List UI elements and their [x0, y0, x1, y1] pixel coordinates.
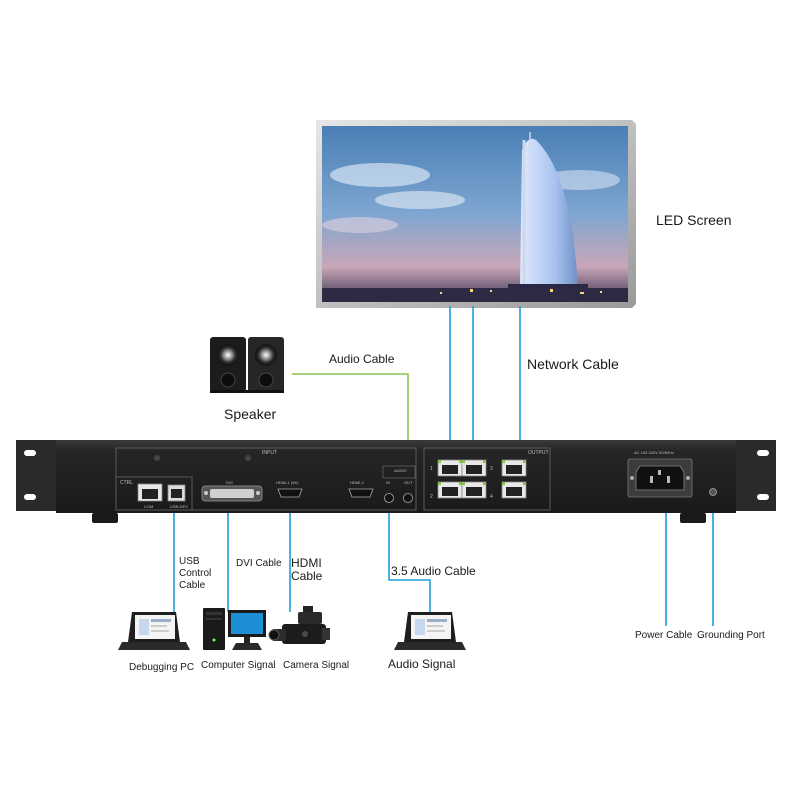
- desktop-computer-image: [203, 608, 266, 650]
- audio-jack-ports: [382, 465, 416, 503]
- camera-signal-label: Camera Signal: [283, 660, 350, 671]
- led-screen-label: LED Screen: [656, 212, 732, 228]
- laptop-debugging-pc-image: [118, 612, 190, 650]
- hdmi2-port: [348, 488, 374, 498]
- hdmi2-port-label: HDMI-2: [350, 480, 365, 485]
- audio-cable-line: [292, 373, 409, 472]
- speaker-label: Speaker: [224, 406, 277, 422]
- laptop-audio-signal-image: [394, 612, 466, 650]
- grounding-port: [709, 488, 717, 496]
- audio-cable-label: Audio Cable: [329, 352, 395, 366]
- usb-port: [167, 484, 186, 502]
- audio-out-label: OUT: [404, 480, 413, 485]
- com-port-label: COM: [144, 504, 153, 509]
- hdmi1-port-label: HDMI-1 (4K): [276, 480, 299, 485]
- tower-image: [508, 132, 588, 290]
- video-camera-image: [268, 606, 330, 644]
- speaker-image: [210, 337, 284, 393]
- port-number: 2: [430, 494, 433, 500]
- audio-port-label: AUDIO: [394, 468, 407, 473]
- hdmi-cable-label: HDMI Cable: [291, 556, 323, 583]
- signal-cables: [173, 492, 714, 640]
- audio-in-label: IN: [386, 480, 390, 485]
- network-cable-label: Network Cable: [527, 356, 619, 372]
- dvi-port: [201, 485, 263, 502]
- grounding-port-label: Grounding Port: [697, 630, 765, 641]
- ctrl-label: CTRL: [120, 480, 133, 486]
- dvi-port-label: DVI: [226, 480, 233, 485]
- usb-control-cable-label: USB Control Cable: [179, 556, 212, 591]
- output-section-label: OUTPUT: [528, 450, 549, 456]
- com-ethernet-port: [137, 483, 163, 502]
- power-spec-label: AC 100-240V 50/60Hz: [634, 450, 674, 455]
- output-ethernet-ports: [437, 459, 527, 499]
- port-number: 1: [430, 466, 433, 472]
- port-number: 4: [490, 494, 493, 500]
- debugging-pc-label: Debugging PC: [129, 662, 195, 673]
- usb-port-label: USB-DEV: [170, 504, 188, 509]
- audio-35-cable-label: 3.5 Audio Cable: [391, 564, 476, 578]
- led-screen: [316, 120, 636, 308]
- power-socket: [627, 458, 693, 498]
- hdmi1-port: [277, 488, 303, 498]
- input-section-label: INPUT: [262, 450, 277, 456]
- power-cable-label: Power Cable: [635, 630, 693, 641]
- audio-signal-label: Audio Signal: [388, 657, 456, 671]
- dvi-cable-label: DVI Cable: [236, 558, 282, 569]
- computer-signal-label: Computer Signal: [201, 660, 276, 671]
- port-number: 3: [490, 466, 493, 472]
